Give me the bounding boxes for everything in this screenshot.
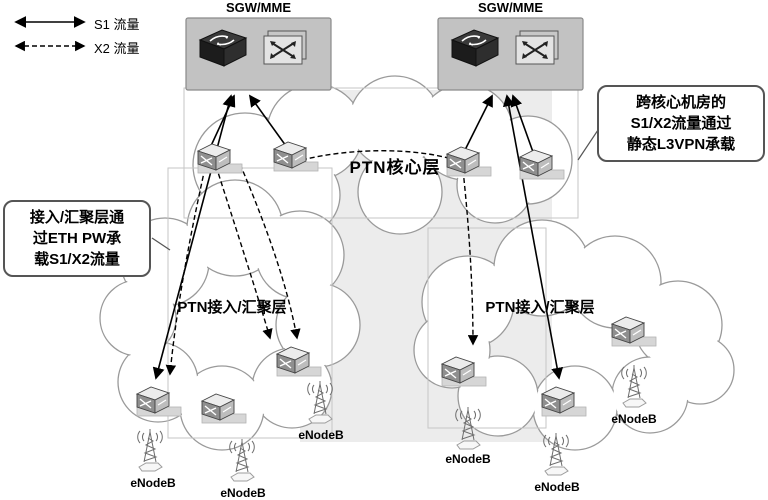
x2-core-link xyxy=(301,150,449,161)
x2-arrow-left-c xyxy=(165,167,206,376)
switch-fabric-icon xyxy=(263,30,307,65)
callout-right-line1: 跨核心机房的 xyxy=(635,94,726,111)
callout-left-line1: 接入/汇聚层通 xyxy=(29,209,125,226)
callout-left-line2: 过ETH PW承 xyxy=(32,230,122,247)
s1-arrow-core1 xyxy=(209,94,236,149)
callout-right-line2: S1/X2流量通过 xyxy=(630,115,732,132)
x2-arrow-left-b xyxy=(239,163,301,340)
s1-arrow-core3 xyxy=(464,94,493,151)
enodeb-label-2: eNodeB xyxy=(220,486,266,500)
enodeb-tower-icon xyxy=(137,428,163,472)
legend-s1-label: S1 流量 xyxy=(94,17,140,32)
ptn-core-cloud xyxy=(192,75,573,236)
enodeb-label-6: eNodeB xyxy=(611,412,657,426)
switch-fabric-icon xyxy=(515,30,559,65)
x2-arrow-left-a xyxy=(215,165,273,340)
callout-right-line3: 静态L3VPN承载 xyxy=(626,136,736,153)
core-switches xyxy=(197,141,565,180)
access-switches xyxy=(136,316,657,424)
s1-arrows xyxy=(152,94,564,380)
enodeb-label-4: eNodeB xyxy=(445,452,491,466)
x2-arrows xyxy=(165,150,479,376)
sgw-mme-left-title: SGW/MME xyxy=(226,0,291,15)
s1-arrow-long-left xyxy=(152,94,235,380)
enodeb-label-5: eNodeB xyxy=(534,480,580,494)
s1-arrow-core2 xyxy=(248,94,287,147)
callout-left-line3: 载S1/X2流量 xyxy=(34,251,120,268)
legend-arrows xyxy=(14,15,86,52)
sgw-mme-right-title: SGW/MME xyxy=(478,0,543,15)
callout-right: 跨核心机房的 S1/X2流量通过 静态L3VPN承载 xyxy=(597,85,765,162)
sgw-mme-box-left xyxy=(185,17,332,91)
callout-left: 接入/汇聚层通 过ETH PW承 载S1/X2流量 xyxy=(3,200,151,277)
enodeb-label-3: eNodeB xyxy=(298,428,344,442)
ptn-access-left-label: PTN接入/汇聚层 xyxy=(177,299,287,316)
enodeb-label-1: eNodeB xyxy=(130,476,176,490)
x2-arrow-right xyxy=(462,169,479,346)
ptn-access-right-label: PTN接入/汇聚层 xyxy=(485,299,595,316)
legend-x2-label: X2 流量 xyxy=(94,41,140,56)
s1-arrow-long-right xyxy=(502,94,564,380)
ptn-core-label: PTN核心层 xyxy=(349,158,441,177)
sgw-mme-box-right xyxy=(437,17,584,91)
callout-right-pointer xyxy=(577,126,601,161)
